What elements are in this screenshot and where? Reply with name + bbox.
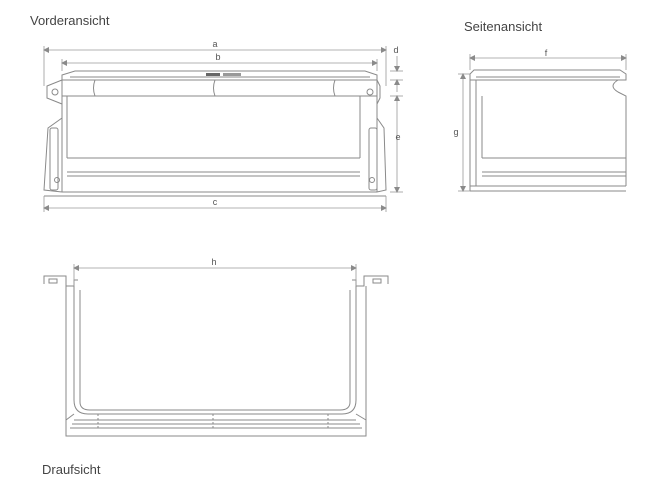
top-dimensions — [73, 264, 357, 286]
dim-label-d: d — [393, 45, 398, 55]
dim-label-e: e — [395, 132, 400, 142]
front-bump-3 — [333, 79, 336, 97]
dim-label-a: a — [212, 39, 217, 49]
top-inner-box — [73, 286, 357, 415]
front-logo-plate — [206, 73, 220, 76]
front-view — [43, 70, 387, 197]
top-flange-right — [352, 275, 389, 287]
top-inner-lip — [79, 290, 351, 411]
front-view-title: Vorderansicht — [30, 13, 110, 28]
front-ear-hole-right — [366, 88, 374, 96]
front-ear-hole-left — [51, 88, 59, 96]
top-view-title: Draufsicht — [42, 462, 101, 477]
front-bump-2 — [213, 79, 216, 97]
front-rail-right — [368, 127, 378, 191]
front-bump-1 — [93, 79, 96, 97]
front-logo-text — [223, 73, 241, 76]
side-view — [469, 69, 627, 192]
side-body-right — [612, 79, 627, 186]
dim-label-g: g — [453, 127, 458, 137]
side-dimensions — [458, 54, 627, 192]
side-view-title: Seitenansicht — [464, 19, 543, 34]
front-dimensions — [43, 46, 403, 212]
dim-label-f: f — [545, 48, 548, 58]
top-outer-box — [65, 286, 367, 437]
dim-label-c: c — [213, 197, 218, 207]
front-ear-left — [43, 79, 63, 193]
dim-label-h: h — [211, 257, 216, 267]
side-rim — [469, 69, 627, 81]
dim-label-b: b — [215, 52, 220, 62]
front-rail-left — [49, 127, 59, 191]
top-view — [43, 275, 389, 437]
front-ear-right — [376, 79, 387, 193]
